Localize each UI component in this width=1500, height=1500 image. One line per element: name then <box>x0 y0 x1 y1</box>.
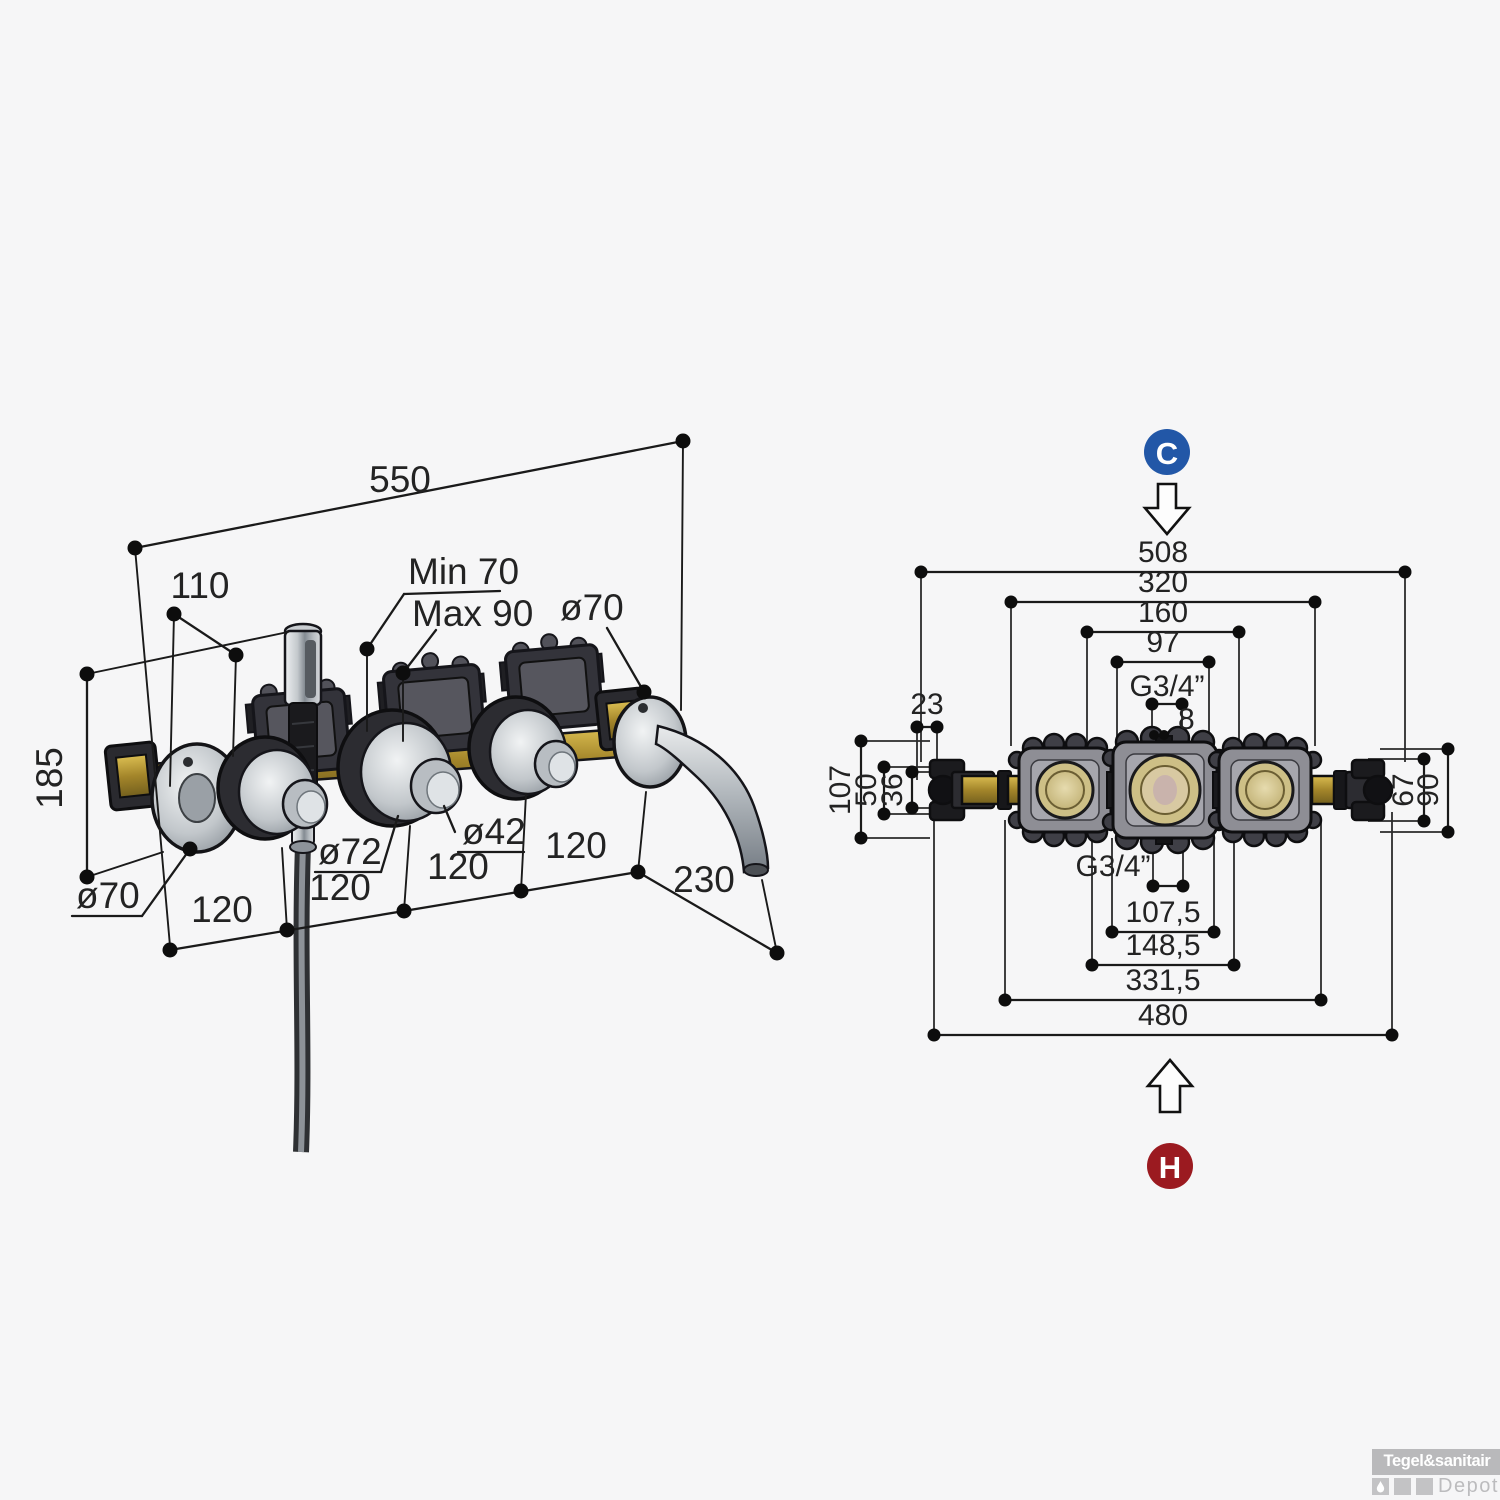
valve-1 <box>216 735 329 841</box>
dim-g34-bottom-label: G3/4” <box>1075 850 1150 883</box>
dim-max90-label: Max 90 <box>412 593 533 634</box>
brand-subname: Depot <box>1438 1475 1499 1497</box>
left-view-dimensions: 550 110 Min 70 Max 90 ø70 185 ø70 ø72 ø4… <box>29 433 785 961</box>
valve-2 <box>336 708 463 828</box>
dim-110-label: 110 <box>171 565 230 606</box>
dim-120-4-label: 120 <box>545 825 607 866</box>
end-fitting-right <box>1333 758 1394 822</box>
dim-36-label: 36 <box>876 773 909 806</box>
dim-120-3-label: 120 <box>427 846 489 887</box>
dim-120-2-label: 120 <box>309 867 371 908</box>
faucet-assembly-perspective <box>103 622 770 1153</box>
dim-160-label: 160 <box>1138 596 1188 629</box>
dimension-dots <box>854 565 1455 1042</box>
wall-bracket-left <box>103 740 163 812</box>
dim-550-label: 550 <box>369 459 431 500</box>
concealed-valve-assembly <box>927 725 1394 855</box>
down-arrow-icon <box>1142 482 1192 537</box>
brand-logo: Tegel&sanitair Depot <box>1372 1449 1500 1500</box>
dim-107-label: 107 <box>824 765 857 815</box>
dia-72-label: ø72 <box>318 831 382 872</box>
valve-3 <box>467 695 579 801</box>
dim-185-label: 185 <box>29 747 70 809</box>
valve-body-1 <box>1007 732 1123 848</box>
spout-tip <box>743 863 769 877</box>
dim-8-label: 8 <box>1178 703 1195 736</box>
dim-230-label: 230 <box>673 859 735 900</box>
hot-indicator: H <box>1145 1057 1195 1189</box>
dim-min70-label: Min 70 <box>408 551 519 592</box>
dim-120-1-label: 120 <box>191 889 253 930</box>
dim-331-5-label: 331,5 <box>1125 964 1200 997</box>
dim-50-label: 50 <box>850 773 883 806</box>
logo-square-3 <box>1416 1478 1433 1495</box>
brand-name: Tegel&sanitair <box>1383 1452 1491 1470</box>
up-arrow-icon <box>1145 1057 1195 1114</box>
left-view: 550 110 Min 70 Max 90 ø70 185 ø70 ø72 ø4… <box>29 433 785 1153</box>
dia-42-label: ø42 <box>462 811 526 852</box>
brand-logo-row: Depot <box>1372 1475 1500 1500</box>
cold-indicator: C <box>1142 429 1192 537</box>
dim-67-label: 67 <box>1387 773 1420 806</box>
dim-480-label: 480 <box>1138 999 1188 1032</box>
dim-107-5-label: 107,5 <box>1125 896 1200 929</box>
brand-banner: Tegel&sanitair <box>1372 1449 1500 1475</box>
right-view-dimensions: 508 320 160 97 G3/4” 8 23 107 50 36 67 9… <box>824 536 1455 1042</box>
hot-letter: H <box>1159 1150 1181 1185</box>
valve-body-3 <box>1207 732 1323 848</box>
dim-g34-top-label: G3/4” <box>1129 670 1204 703</box>
dim-508-label: 508 <box>1138 536 1188 569</box>
dia-70-top-label: ø70 <box>560 587 624 628</box>
right-view: 508 320 160 97 G3/4” 8 23 107 50 36 67 9… <box>824 429 1455 1189</box>
valve-body-2 <box>1101 725 1229 855</box>
dim-90-label: 90 <box>1412 773 1445 806</box>
cold-letter: C <box>1156 436 1178 471</box>
dim-148-5-label: 148,5 <box>1125 929 1200 962</box>
dim-97-label: 97 <box>1146 626 1179 659</box>
dim-320-label: 320 <box>1138 566 1188 599</box>
dimension-dots <box>79 433 785 961</box>
logo-square-2 <box>1394 1478 1411 1495</box>
dim-23-label: 23 <box>910 688 943 721</box>
end-fitting-left <box>927 758 1012 822</box>
dia-70-bottom-label: ø70 <box>76 875 140 916</box>
droplet-icon <box>1372 1478 1389 1495</box>
pipe-right <box>1310 774 1336 806</box>
spout <box>654 724 770 874</box>
